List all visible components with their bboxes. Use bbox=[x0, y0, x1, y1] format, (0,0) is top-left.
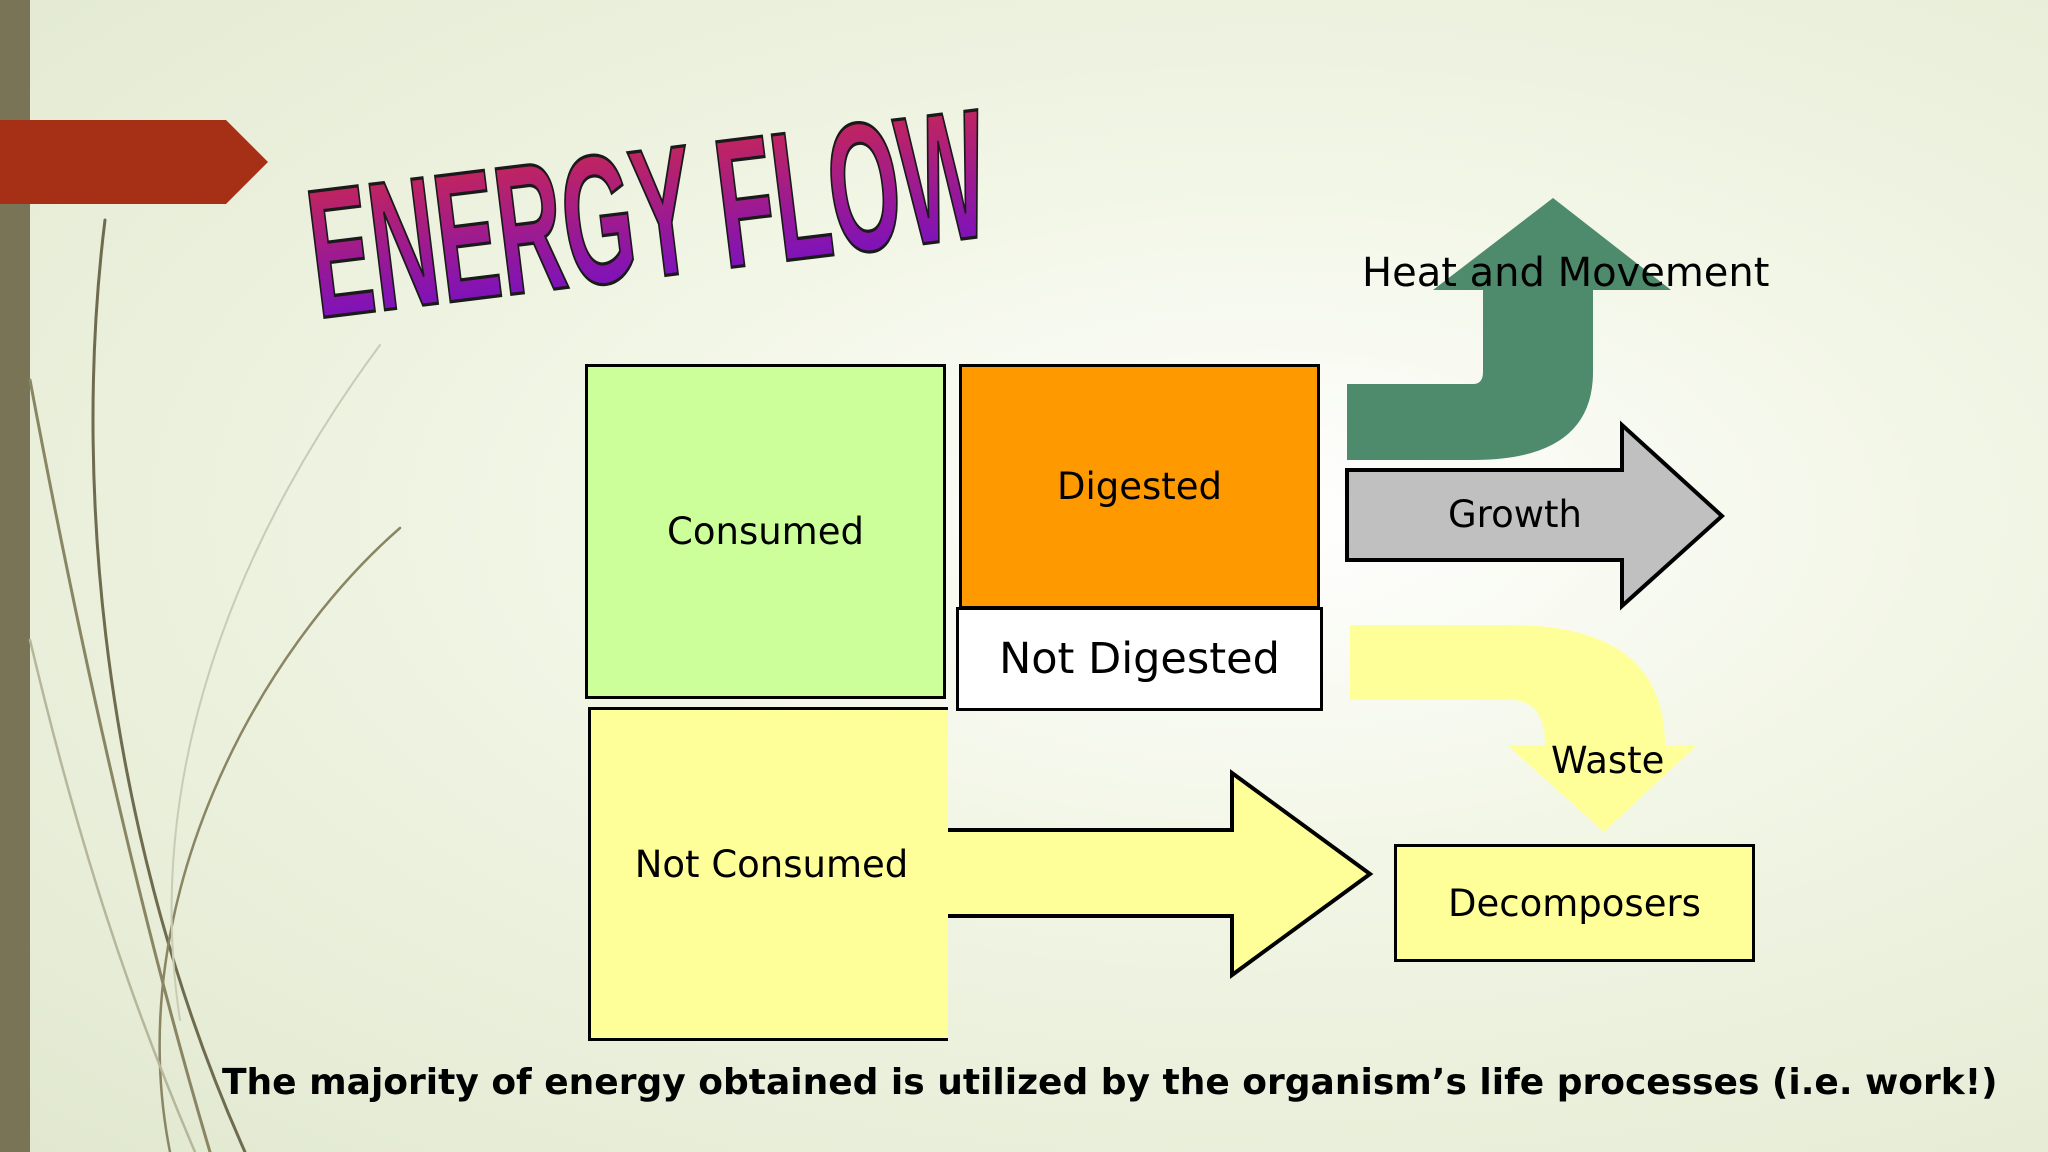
not-consumed-label: Not Consumed bbox=[634, 842, 909, 886]
heat-movement-arrow bbox=[1347, 198, 1671, 460]
digested-box: Digested bbox=[959, 364, 1320, 609]
growth-label: Growth bbox=[1448, 493, 1582, 536]
consumed-box: Consumed bbox=[585, 364, 946, 699]
decomposers-label: Decomposers bbox=[1448, 881, 1701, 925]
not-digested-box: Not Digested bbox=[956, 607, 1323, 711]
heat-movement-label: Heat and Movement bbox=[1362, 250, 1770, 296]
not-consumed-arrow bbox=[943, 769, 1374, 979]
not-consumed-box: Not Consumed bbox=[588, 707, 948, 1041]
waste-arrow bbox=[1350, 625, 1697, 832]
digested-label: Digested bbox=[1056, 465, 1223, 508]
not-digested-label: Not Digested bbox=[999, 634, 1280, 684]
consumed-label: Consumed bbox=[667, 510, 864, 553]
grass-strokes bbox=[28, 218, 402, 1152]
accent-arrow bbox=[0, 120, 268, 204]
title-graphic: ENERGY FLOW bbox=[297, 71, 999, 359]
decomposers-box: Decomposers bbox=[1394, 844, 1755, 962]
slide-caption: The majority of energy obtained is utili… bbox=[222, 1062, 1998, 1103]
waste-label: Waste bbox=[1551, 739, 1665, 782]
growth-arrow bbox=[1345, 420, 1725, 611]
